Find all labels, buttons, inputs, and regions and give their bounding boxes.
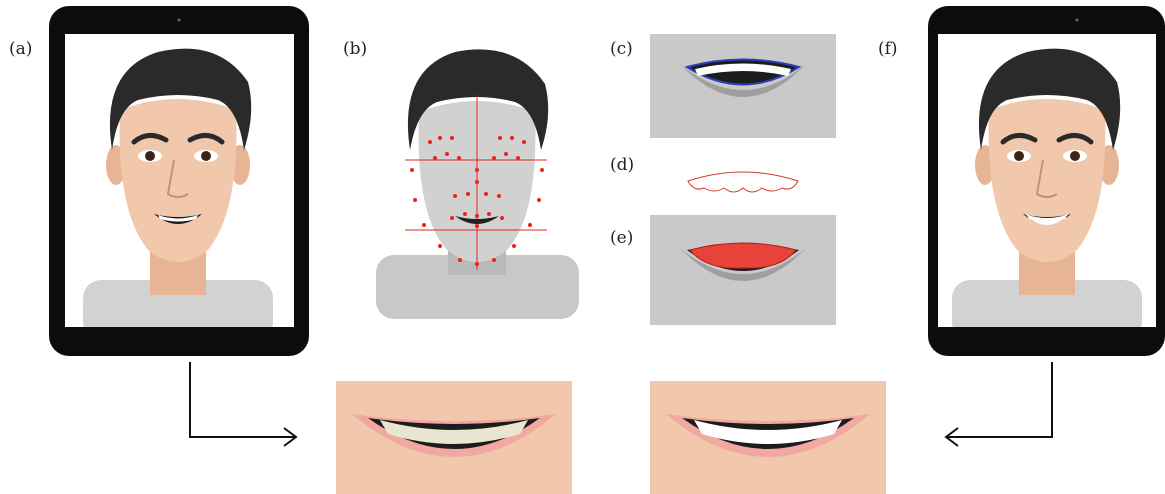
tablet-f — [928, 6, 1165, 356]
smile-closeup-before — [336, 381, 572, 494]
lip-contour-panel — [650, 34, 836, 138]
arrow-icon — [946, 362, 1052, 446]
face-landmark-panel — [376, 49, 579, 319]
teeth-overlay-panel — [650, 215, 836, 325]
teeth-icon — [688, 172, 798, 192]
arrow-icon — [190, 362, 296, 446]
tablet-a — [49, 6, 309, 356]
smile-closeup-after — [650, 381, 886, 494]
